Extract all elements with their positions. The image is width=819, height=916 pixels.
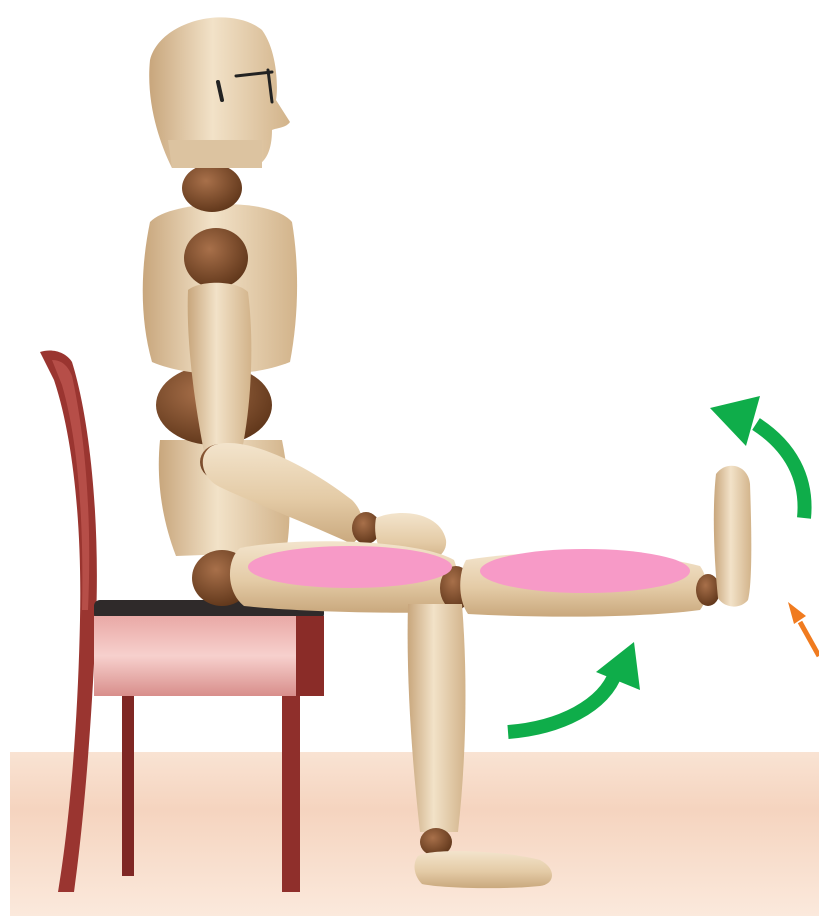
- shin-muscle-highlight: [480, 549, 690, 593]
- mannequin-foot-raised: [714, 466, 751, 607]
- thigh-muscle-highlight: [248, 546, 452, 588]
- toe-flex-arrow: [788, 602, 819, 656]
- chair-front-leg: [282, 696, 300, 892]
- chair-backrest-highlight: [52, 360, 89, 610]
- neck-joint: [182, 164, 242, 212]
- chair-seat-panel: [94, 616, 324, 696]
- knee-lift-arrow: [508, 642, 640, 732]
- chair-seat-edge: [296, 616, 324, 696]
- mannequin-chin: [168, 140, 262, 168]
- chair-middle-leg: [122, 696, 134, 876]
- shoulder-joint: [184, 228, 248, 288]
